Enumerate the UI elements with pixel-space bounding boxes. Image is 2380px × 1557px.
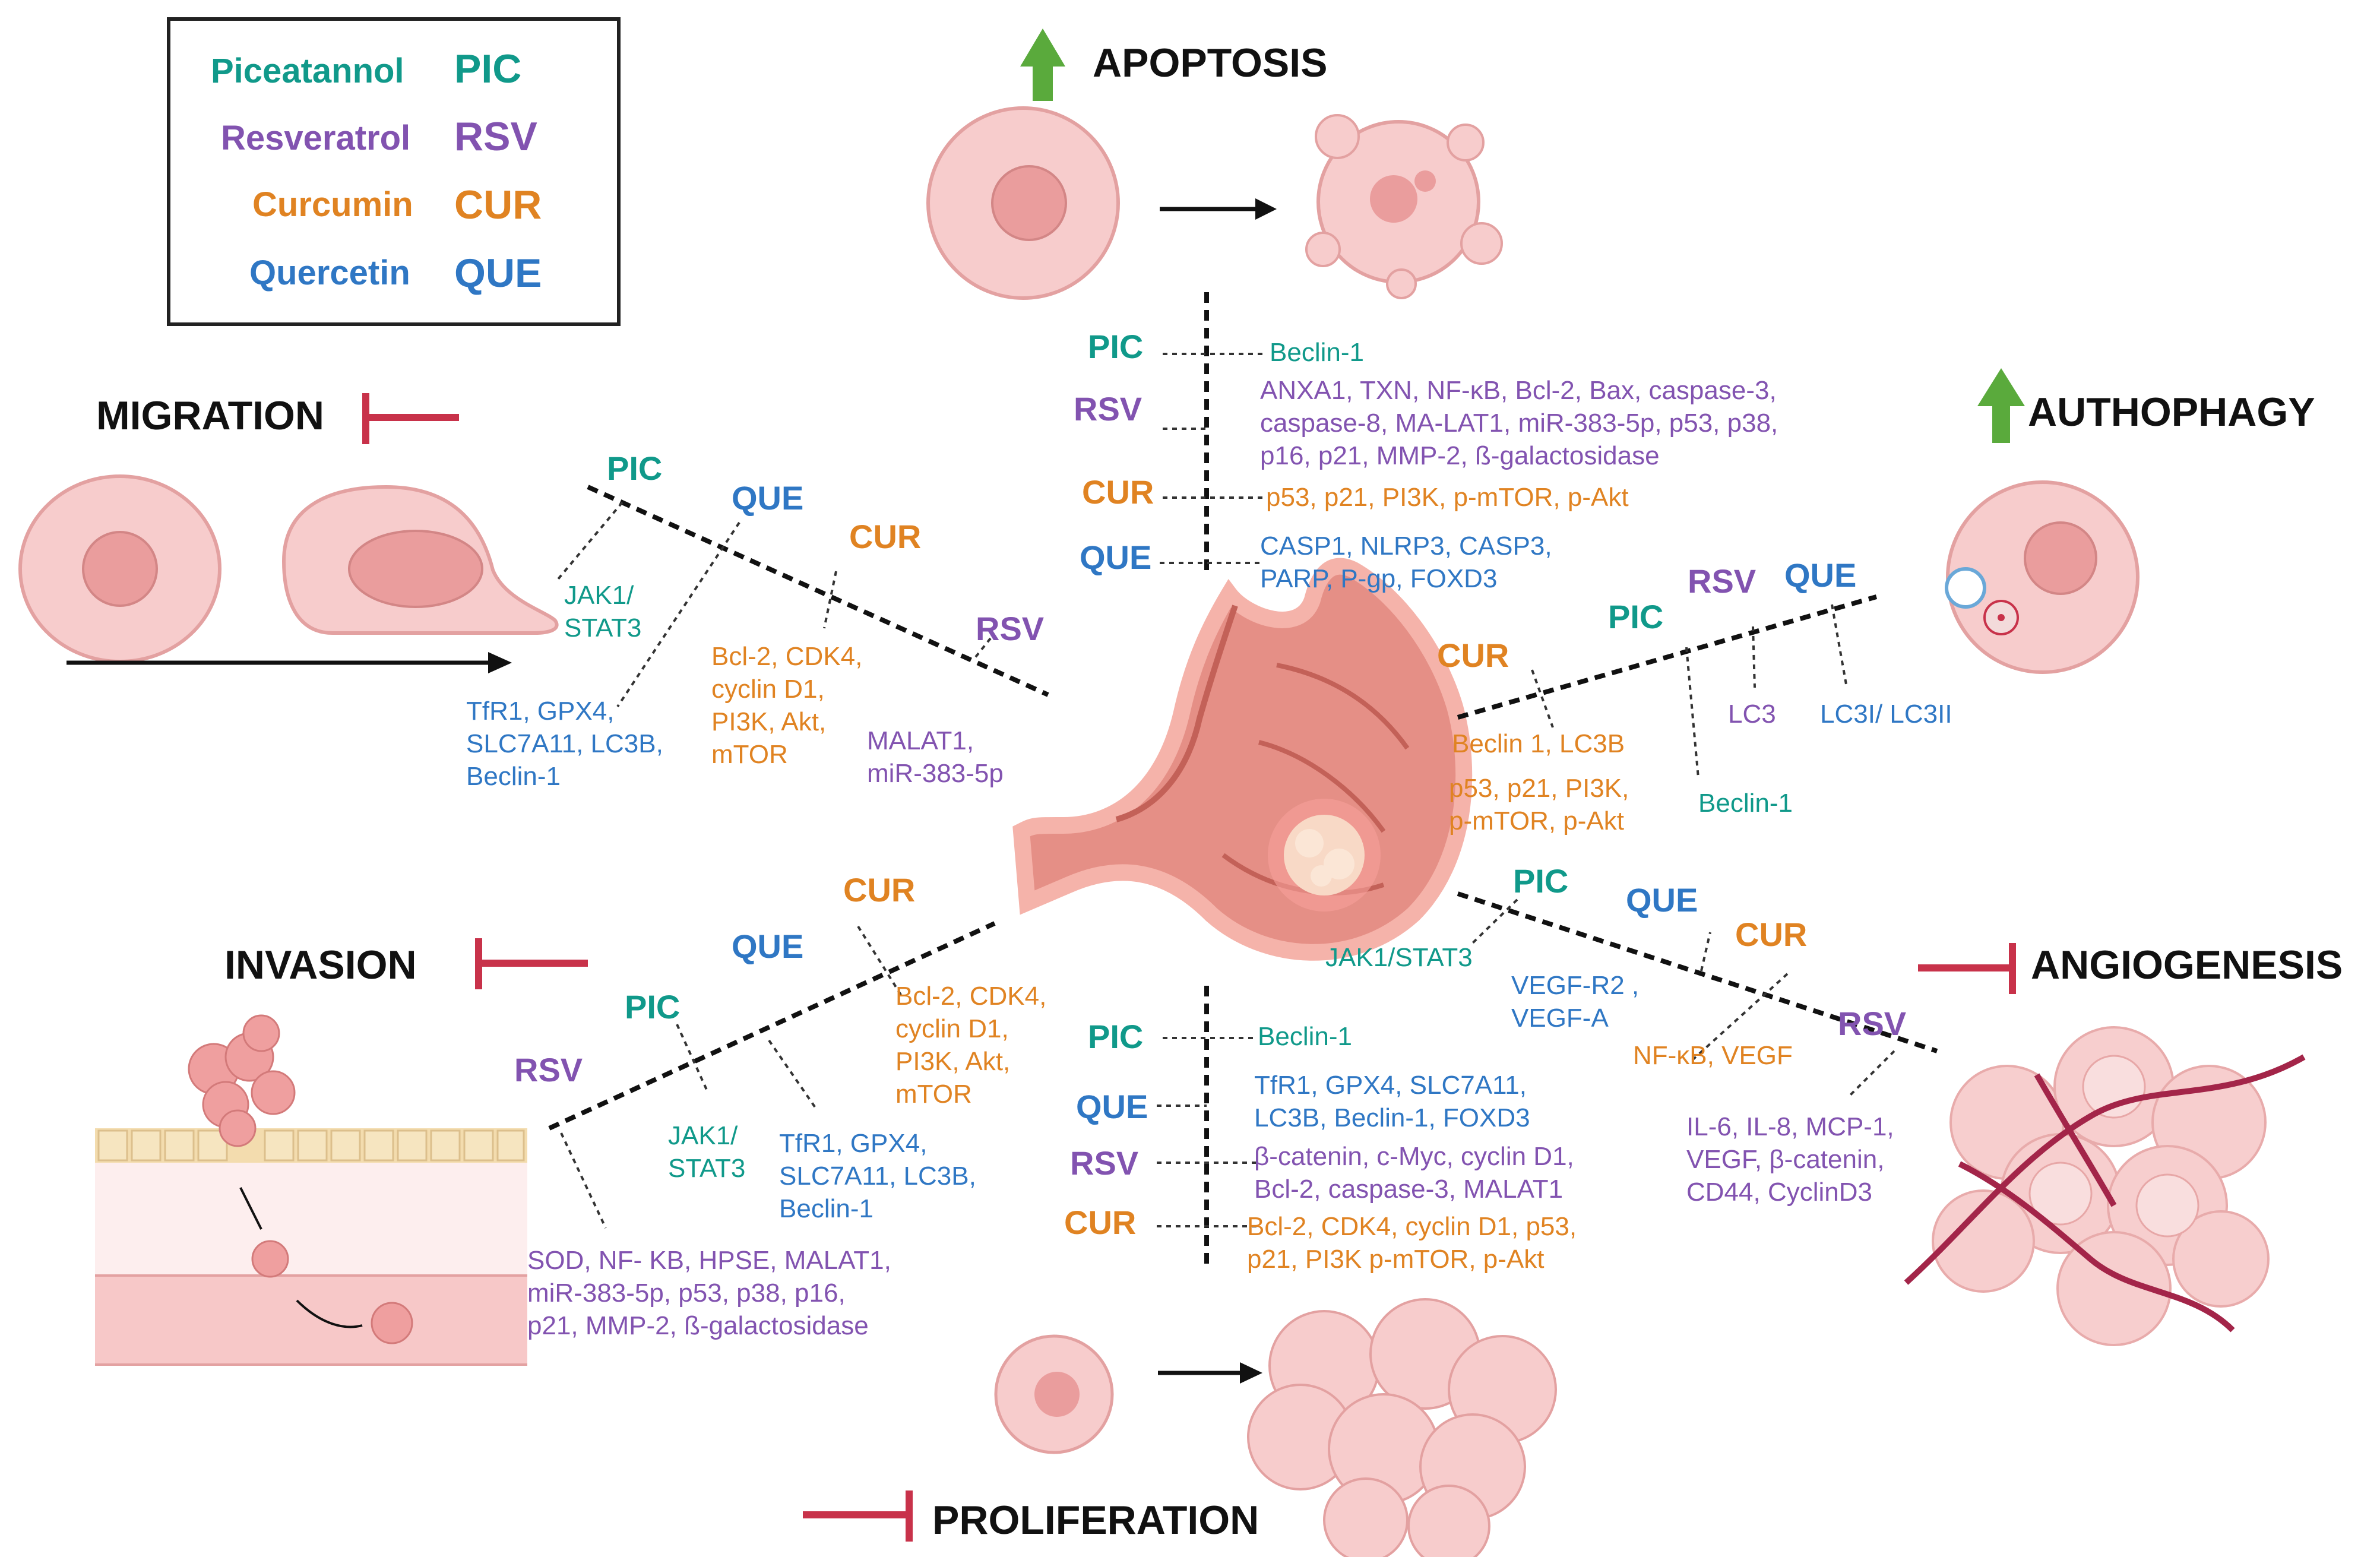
proliferation-rsv-label: RSV [1070, 1144, 1139, 1182]
autophagic-cell [1945, 480, 2140, 674]
apoptosis-pic-targets: Beclin-1 [1270, 338, 1364, 367]
invasion-rsv-targets: SOD, NF- KB, HPSE, MALAT1, miR-383-5p, p… [527, 1246, 891, 1340]
angiogenesis-title: ANGIOGENESIS [2031, 942, 2343, 988]
migration-pic-targets: JAK1/ STAT3 [564, 581, 642, 643]
proliferation-rsv-targets: β-catenin, c-Myc, cyclin D1, Bcl-2, casp… [1254, 1142, 1574, 1204]
legend-box [167, 17, 621, 326]
migrating-cell-round [18, 474, 221, 663]
angiogenesis-cur-targets: NF-κB, VEGF [1633, 1041, 1793, 1070]
invasion-title: INVASION [224, 942, 417, 988]
invasion-inhibit-symbol [475, 938, 588, 989]
invasion-rsv-label: RSV [514, 1051, 583, 1088]
angiogenesis-ticks [1471, 898, 1895, 1097]
migration-rsv-label: RSV [976, 610, 1045, 647]
blood-vessel-network [1904, 1026, 2306, 1346]
legend-piceatannol-name: Piceatannol [211, 52, 404, 90]
proliferation-pic-label: PIC [1088, 1018, 1144, 1055]
autophagy-cur-targets: Beclin 1, LC3B [1452, 729, 1625, 758]
invasion-cur-label: CUR [843, 871, 916, 909]
migration-pic-label: PIC [607, 450, 663, 487]
autophagy-rsv-label: RSV [1688, 562, 1756, 600]
legend-quercetin-abbr: QUE [454, 251, 542, 296]
angiogenesis-rsv-label: RSV [1838, 1005, 1907, 1042]
apoptosis-que-targets: CASP1, NLRP3, CASP3, PARP, P-gp, FOXD3 [1260, 531, 1552, 593]
migration-rsv-targets: MALAT1, miR-383-5p [867, 726, 1004, 788]
invasion-axis [548, 921, 996, 1131]
legend-resveratrol-name: Resveratrol [221, 119, 411, 157]
apoptosis-que-label: QUE [1080, 539, 1152, 576]
angiogenesis-rsv-targets: IL-6, IL-8, MCP-1, VEGF, β-catenin, CD44… [1686, 1112, 1894, 1207]
migration-cur-label: CUR [849, 518, 922, 555]
proliferating-cell-cluster [1247, 1298, 1557, 1557]
migration-cur-targets: Bcl-2, CDK4, cyclin D1, PI3K, Akt, mTOR [711, 642, 863, 769]
proliferation-cur-label: CUR [1064, 1204, 1137, 1241]
autophagy-que-label: QUE [1784, 556, 1857, 594]
migration-title: MIGRATION [96, 393, 325, 438]
angiogenesis-cur-label: CUR [1735, 916, 1808, 953]
legend-curcumin-name: Curcumin [252, 185, 413, 224]
autophagy-axis [1457, 594, 1878, 720]
proliferation-title: PROLIFERATION [932, 1498, 1259, 1543]
apoptosis-cur-targets: p53, p21, PI3K, p-mTOR, p-Akt [1266, 483, 1629, 512]
apoptosis-ticks [1160, 353, 1264, 564]
apoptosis-rsv-label: RSV [1074, 390, 1142, 428]
legend-quercetin-name: Quercetin [249, 254, 410, 292]
apoptosis-pic-label: PIC [1088, 328, 1144, 365]
autophagy-pic-targets: Beclin-1 [1698, 789, 1793, 818]
migration-direction-arrow [67, 652, 512, 673]
stomach-with-tumor [1012, 558, 1473, 961]
autophagy-pic-label: PIC [1608, 598, 1664, 635]
autophagy-ticks [1531, 604, 1848, 778]
proliferation-que-label: QUE [1076, 1088, 1148, 1125]
proliferating-cell-single [994, 1334, 1114, 1454]
migrating-cell-elongated [281, 485, 559, 635]
apoptosis-up-arrow [1020, 29, 1065, 101]
apoptosis-rsv-targets: ANXA1, TXN, NF-κB, Bcl-2, Bax, caspase-3… [1260, 376, 1778, 470]
invasion-pic-targets: JAK1/ STAT3 [668, 1121, 746, 1183]
legend-piceatannol-abbr: PIC [454, 46, 522, 91]
proliferation-pic-targets: Beclin-1 [1258, 1022, 1352, 1051]
apoptotic-cell [1305, 114, 1503, 299]
migration-ticks [557, 501, 992, 708]
autophagy-rsv-targets: LC3 [1728, 700, 1776, 729]
normal-cell-apoptosis [926, 106, 1120, 300]
autophagy-cur-targets-2: p53, p21, PI3K, p-mTOR, p-Akt [1449, 774, 1629, 836]
proliferation-ticks [1157, 1037, 1258, 1227]
apoptosis-cur-label: CUR [1082, 473, 1154, 511]
legend-curcumin-abbr: CUR [454, 182, 542, 227]
invasion-que-label: QUE [732, 928, 804, 965]
proliferation-que-targets: TfR1, GPX4, SLC7A11, LC3B, Beclin-1, FOX… [1254, 1071, 1530, 1132]
apoptosis-title: APOPTOSIS [1093, 40, 1328, 86]
angiogenesis-pic-label: PIC [1513, 862, 1569, 900]
migration-que-targets: TfR1, GPX4, SLC7A11, LC3B, Beclin-1 [466, 697, 663, 791]
migration-inhibit-symbol [362, 393, 459, 444]
invasion-pic-label: PIC [625, 988, 681, 1026]
angiogenesis-que-label: QUE [1626, 881, 1698, 919]
arrow-to-cell-cluster [1158, 1362, 1262, 1384]
angiogenesis-inhibit-symbol [1918, 943, 2016, 994]
legend-resveratrol-abbr: RSV [454, 114, 537, 159]
autophagy-up-arrow [1977, 368, 2025, 443]
invasion-ticks [560, 925, 904, 1229]
angiogenesis-axis [1457, 891, 1938, 1053]
migration-que-label: QUE [732, 479, 804, 517]
migration-axis [587, 485, 1049, 697]
arrow-to-apoptotic-cell [1160, 198, 1277, 220]
invasion-cur-targets: Bcl-2, CDK4, cyclin D1, PI3K, Akt, mTOR [895, 982, 1047, 1109]
proliferation-cur-targets: Bcl-2, CDK4, cyclin D1, p53, p21, PI3K p… [1247, 1212, 1577, 1274]
autophagy-que-targets: LC3I/ LC3II [1820, 700, 1952, 729]
invasion-tissue-illustration [95, 1014, 527, 1366]
invasion-que-targets: TfR1, GPX4, SLC7A11, LC3B, Beclin-1 [779, 1129, 976, 1223]
autophagy-cur-label: CUR [1437, 637, 1509, 674]
proliferation-inhibit-symbol [803, 1490, 913, 1542]
autophagy-title: AUTHOPHAGY [2028, 390, 2315, 435]
angiogenesis-pic-targets: JAK1/STAT3 [1325, 943, 1473, 972]
angiogenesis-que-targets: VEGF-R2 , VEGF-A [1511, 971, 1640, 1033]
